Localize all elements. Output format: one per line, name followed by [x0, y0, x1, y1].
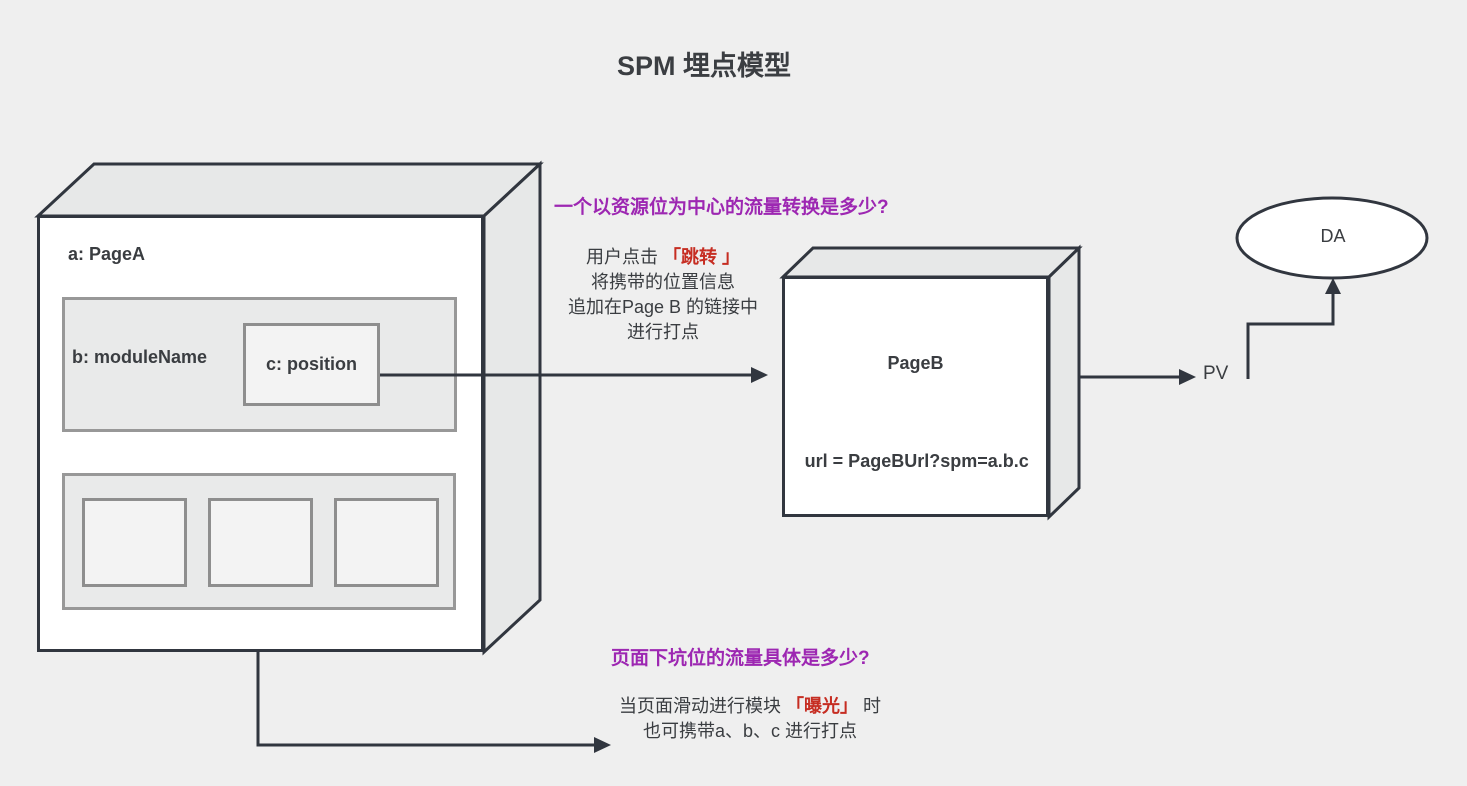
slot-placeholder [82, 498, 187, 587]
page-a-label: a: PageA [68, 244, 146, 264]
position-label: c: position [266, 354, 357, 374]
slot-strip [62, 473, 456, 610]
page-a-top-face [34, 162, 544, 218]
slot-placeholder [334, 498, 439, 587]
module-label: b: moduleName [72, 347, 208, 367]
page-b-top-face [779, 246, 1083, 279]
click-note-prefix: 用户点击 [585, 247, 663, 267]
page-a-right-face [482, 160, 542, 656]
page-b-url-label: url = PageBUrl?spm=a.b.c [804, 451, 1029, 471]
arrowhead-pv-to-da [1325, 278, 1341, 294]
exposure-note-line1: 当页面滑动进行模块 「曝光」 时 [600, 694, 900, 719]
click-note-highlight: 「跳转 」 [663, 247, 741, 267]
exposure-note-line2: 也可携带a、b、c 进行打点 [642, 721, 858, 741]
module-box: b: moduleName c: position [62, 297, 457, 432]
pv-node-label: PV [1203, 363, 1229, 384]
arrow-pv-to-da [1246, 294, 1335, 379]
click-note: 用户点击 「跳转 」 将携带的位置信息 追加在Page B 的链接中 进行打点 [543, 245, 783, 345]
page-b-box: PageB url = PageBUrl?spm=a.b.c [782, 276, 1049, 517]
page-a-box: a: PageA b: moduleName c: position [37, 215, 484, 652]
exposure-note: 当页面滑动进行模块 「曝光」 时 也可携带a、b、c 进行打点 [600, 694, 900, 744]
click-note-line2: 将携带的位置信息 [591, 272, 735, 292]
arrowhead-pageb-to-pv [1179, 369, 1196, 385]
page-title: SPM 埋点模型 [616, 51, 791, 81]
exposure-note-prefix: 当页面滑动进行模块 [618, 696, 786, 716]
click-note-line1: 用户点击 「跳转 」 [543, 245, 783, 270]
click-note-line4: 进行打点 [627, 322, 699, 342]
bottom-question-label: 页面下坑位的流量具体是多少? [611, 648, 870, 669]
exposure-note-suffix: 时 [858, 696, 882, 716]
arrow-pagea-exposure [256, 652, 594, 747]
position-box: c: position [243, 323, 380, 406]
page-b-right-face [1047, 244, 1081, 521]
arrowhead-position-to-pageb [751, 367, 768, 383]
click-note-line3: 追加在Page B 的链接中 [567, 297, 759, 317]
slot-placeholder [208, 498, 313, 587]
top-question-label: 一个以资源位为中心的流量转换是多少? [554, 197, 889, 218]
exposure-note-highlight: 「曝光」 [786, 696, 858, 716]
da-node-label: DA [1320, 226, 1346, 246]
page-b-label: PageB [887, 353, 944, 373]
